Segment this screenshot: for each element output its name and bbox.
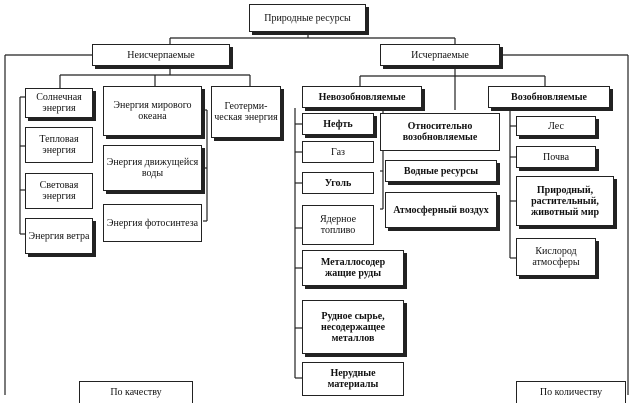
root-node: Природные ресурсы: [249, 4, 366, 32]
nuclear-fuel-node: Ядерное топливо: [302, 205, 374, 245]
flora-fauna-node: Природный, растительный, животный мир: [516, 176, 614, 226]
air-node: Атмосферный воздух: [385, 192, 497, 228]
coal-node: Уголь: [302, 172, 374, 194]
geothermal-energy-node: Геотерми-ческая энергия: [211, 86, 281, 138]
metal-ores-node: Металлосодер жащие руды: [302, 250, 404, 286]
relatively-renewable-node: Относительно возобновляемые: [380, 113, 500, 151]
nonrenewable-node: Невозобновляемые: [302, 86, 422, 108]
gas-node: Газ: [302, 141, 374, 163]
inexhaustible-node: Неисчерпаемые: [92, 44, 230, 66]
nonore-materials-node: Нерудные материалы: [302, 362, 404, 396]
nonmetal-ore-node: Рудное сырье, несодержащее металлов: [302, 300, 404, 354]
atmospheric-oxygen-node: Кислород атмосферы: [516, 238, 596, 276]
photosynthesis-energy-node: Энергия фотосинтеза: [103, 204, 202, 242]
thermal-energy-node: Тепловая энергия: [25, 127, 93, 163]
forest-node: Лес: [516, 116, 596, 136]
water-resources-node: Водные ресурсы: [385, 160, 497, 182]
wind-energy-node: Энергия ветра: [25, 218, 93, 254]
by-quality-label: По качеству: [79, 381, 193, 403]
moving-water-energy-node: Энергия движущейся воды: [103, 145, 202, 191]
light-energy-node: Световая энергия: [25, 173, 93, 209]
ocean-energy-node: Энергия мирового океана: [103, 86, 202, 136]
by-quantity-label: По количеству: [516, 381, 626, 403]
renewable-node: Возобновляемые: [488, 86, 610, 108]
oil-node: Нефть: [302, 113, 374, 135]
solar-energy-node: Солнечная энергия: [25, 88, 93, 118]
exhaustible-node: Исчерпаемые: [380, 44, 500, 66]
soil-node: Почва: [516, 146, 596, 168]
